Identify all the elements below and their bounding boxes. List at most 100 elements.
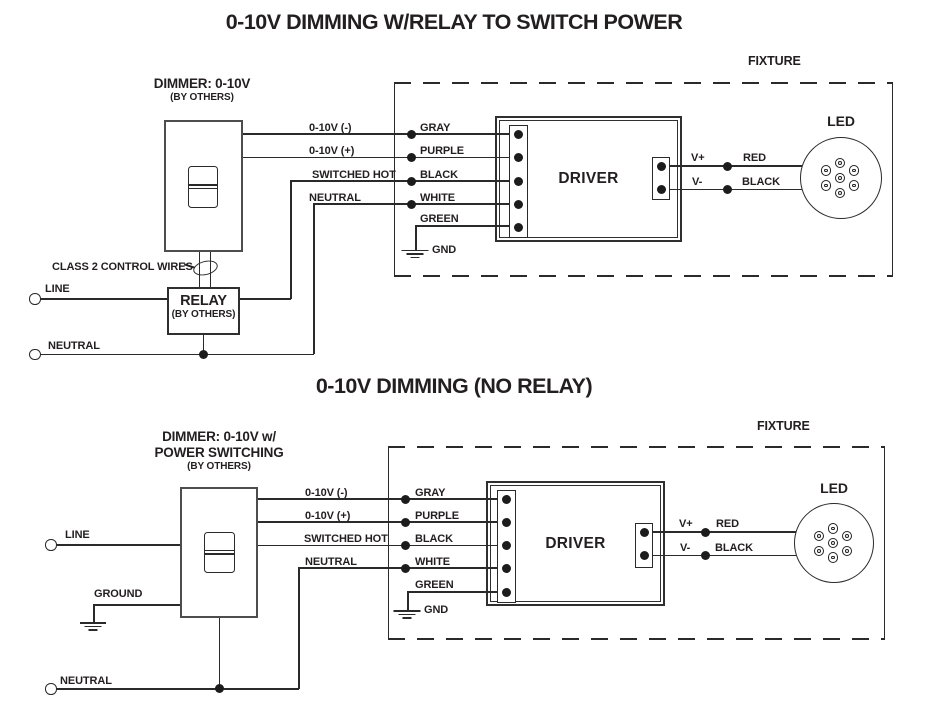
diagram-title-bottom: 0-10V DIMMING (NO RELAY) [315,374,593,398]
line-terminal [29,293,41,305]
driver-label: DRIVER [545,534,606,552]
dimmer-sub: (BY OTHERS) [187,461,251,473]
driver-label: DRIVER [558,170,619,187]
v-minus-label: V- [692,175,703,188]
wire-label-right: GRAY [415,486,446,499]
wire-0-10v-plus [243,156,510,159]
v-plus-label: V+ [691,152,705,164]
splice-dot [406,176,416,186]
led-emitter-icon [813,530,825,542]
led-emitter-icon [827,537,839,549]
fixture-label: FIXTURE [757,419,810,433]
wire-ground-drop [93,605,95,622]
wire-neutral-run [54,688,299,690]
neutral-label: NEUTRAL [60,675,112,687]
paddle-line [189,184,217,186]
wire-label-right: PURPLE [415,509,460,522]
led-emitter-icon [848,180,860,191]
ground-symbol [88,629,98,631]
wire-0-10v-minus [243,133,510,135]
fixture-enclosure [388,446,885,640]
wire-green [415,225,510,227]
diagram-title-top: 0-10V DIMMING W/RELAY TO SWITCH POWER [225,10,683,34]
led-label: LED [827,113,855,129]
ground-symbol [402,617,412,619]
paddle-line [189,187,217,190]
neutral-terminal [29,348,41,361]
led-label: LED [820,480,848,496]
wire-label-left: NEUTRAL [309,191,361,204]
ground-symbol [406,253,424,255]
red-wire-label: RED [716,518,739,530]
wire-label-right: BLACK [420,168,458,181]
terminal-dot [502,494,511,504]
wire-label-left: SWITCHED HOT [304,533,388,545]
terminal-dot [514,176,523,186]
terminal-dot [514,129,523,139]
ground-symbol [393,610,421,612]
dimmer-paddle-icon [188,166,218,208]
led-emitter-icon [848,165,860,176]
line-terminal [45,539,57,551]
wire-neutral-riser [313,204,315,354]
wire-label-right: GRAY [420,121,451,134]
wire-green [407,591,497,593]
dimmer-heading: DIMMER: 0-10V (BY OTHERS) [127,76,277,105]
led-emitter-icon [834,172,846,184]
ground-symbol [401,249,429,252]
wire-switched-hot-riser [290,181,292,299]
wire-label-left: 0-10V (+) [309,145,355,157]
ground-symbol [84,625,102,628]
wire-label-left: 0-10V (-) [305,486,348,499]
neutral-label: NEUTRAL [48,340,100,352]
class2-label: CLASS 2 CONTROL WIRES [52,261,193,273]
terminal-dot [514,222,523,232]
line-label: LINE [45,283,70,295]
wire-v-minus [670,188,802,191]
v-plus-label: V+ [679,518,693,530]
v-minus-label: V- [680,541,691,554]
relay-name: RELAY [180,293,227,309]
ground-symbol [398,613,416,616]
control-wire [198,252,201,287]
led-emitter-icon [820,165,832,176]
terminal-dot [639,551,649,560]
terminal-dot [502,541,511,550]
terminal-dot [502,563,511,573]
wire-green-drop [415,226,417,250]
led-emitter-icon [820,180,832,191]
dimmer-name: DIMMER: 0-10V w/ [162,429,276,444]
wire-label-right: GREEN [420,213,459,225]
led-emitter-icon [827,552,839,563]
led-emitter-icon [834,187,846,199]
wire-neutral-riser [298,568,300,689]
wire-label-right: BLACK [415,533,453,545]
line-label: LINE [65,529,90,541]
ground-label: GROUND [94,588,143,600]
wire-label-left: SWITCHED HOT [312,168,396,181]
wire-neutral-run [38,353,314,356]
wire-switched-hot [290,180,510,182]
splice-dot [406,129,416,139]
ground-symbol [80,622,106,624]
dimmer-heading: DIMMER: 0-10V w/ POWER SWITCHING (BY OTH… [140,429,298,474]
neutral-terminal [45,683,57,695]
wire-ground [93,604,180,606]
wire-0-10v-minus [258,498,497,500]
dimmer-paddle-icon [204,532,235,573]
wire-0-10v-plus [258,521,497,523]
led-emitter-icon [841,530,853,542]
led-emitter-icon [841,545,853,557]
splice-dot [400,517,410,527]
gnd-label: GND [424,604,449,616]
wire-v-minus [652,554,796,557]
wire-label-right: GREEN [415,579,454,591]
wire-label-left: NEUTRAL [305,555,357,568]
junction-dot [198,349,208,359]
paddle-line [205,553,234,555]
wire-label-right: WHITE [415,555,450,568]
splice-dot [400,563,410,573]
splice-dot [722,185,732,194]
